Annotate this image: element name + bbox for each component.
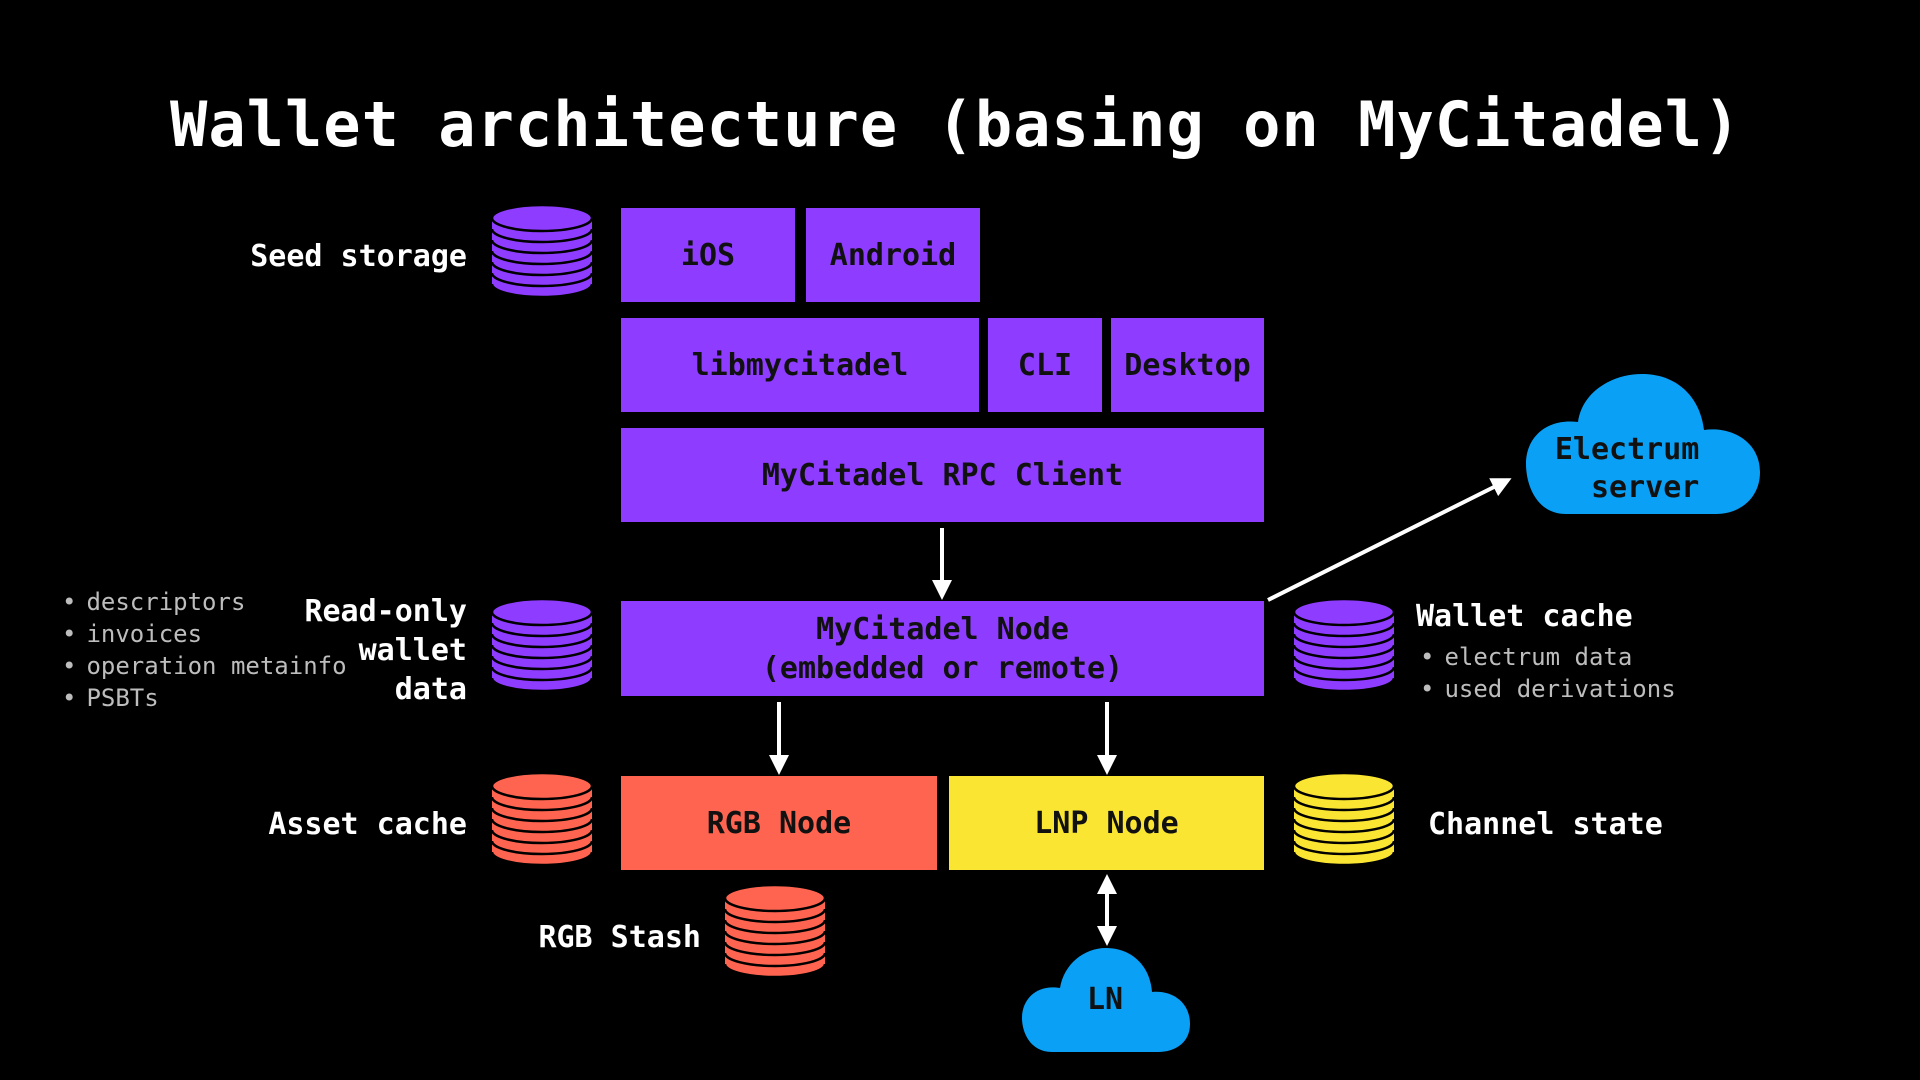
rgb-stash-label: RGB Stash	[538, 920, 701, 955]
wallet-cache-list: electrum data used derivations	[1420, 641, 1676, 705]
list-item: invoices	[62, 618, 347, 650]
channel-state-database-icon	[1292, 772, 1396, 867]
list-item: used derivations	[1420, 673, 1675, 705]
lnp-node-box: LNP Node	[949, 776, 1264, 870]
asset-cache-database-icon	[490, 772, 594, 867]
list-item: PSBTs	[62, 682, 347, 714]
rpc-client-box: MyCitadel RPC Client	[621, 428, 1264, 522]
rgb-stash-database-icon	[723, 884, 827, 979]
channel-state-label: Channel state	[1428, 807, 1663, 842]
readonly-data-label: Read-only wallet data	[304, 594, 467, 707]
seed-storage-label: Seed storage	[250, 239, 467, 274]
android-box: Android	[806, 208, 980, 302]
mycitadel-node-box: MyCitadel Node (embedded or remote)	[621, 601, 1264, 696]
wallet-cache-database-icon	[1292, 598, 1396, 693]
libmycitadel-box: libmycitadel	[621, 318, 979, 412]
ln-cloud-icon	[1022, 948, 1190, 1052]
readonly-data-database-icon	[490, 598, 594, 693]
electrum-server-label: Electrum server	[1554, 432, 1700, 505]
list-item: electrum data	[1420, 641, 1676, 673]
cloud-shape	[1022, 948, 1190, 1052]
slide-title: Wallet architecture (basing on MyCitadel…	[170, 88, 1742, 161]
readonly-data-list: descriptors invoices operation metainfo …	[62, 586, 347, 714]
mycitadel-node-title: MyCitadel Node	[816, 611, 1069, 647]
electrum-cloud-icon	[1526, 374, 1760, 514]
seed-storage-database-icon	[490, 204, 594, 299]
ios-box: iOS	[621, 208, 795, 302]
cli-box: CLI	[988, 318, 1102, 412]
asset-cache-label: Asset cache	[268, 807, 467, 842]
list-item: descriptors	[62, 586, 347, 618]
wallet-cache-label: Wallet cache	[1416, 599, 1633, 634]
list-item: operation metainfo	[62, 650, 346, 682]
desktop-box: Desktop	[1111, 318, 1264, 412]
rgb-node-box: RGB Node	[621, 776, 937, 870]
mycitadel-node-subtitle: (embedded or remote)	[761, 650, 1124, 686]
ln-label: LN	[1087, 982, 1124, 1017]
cloud-shape	[1526, 374, 1760, 514]
node-to-electrum-arrow-icon	[1267, 478, 1512, 602]
